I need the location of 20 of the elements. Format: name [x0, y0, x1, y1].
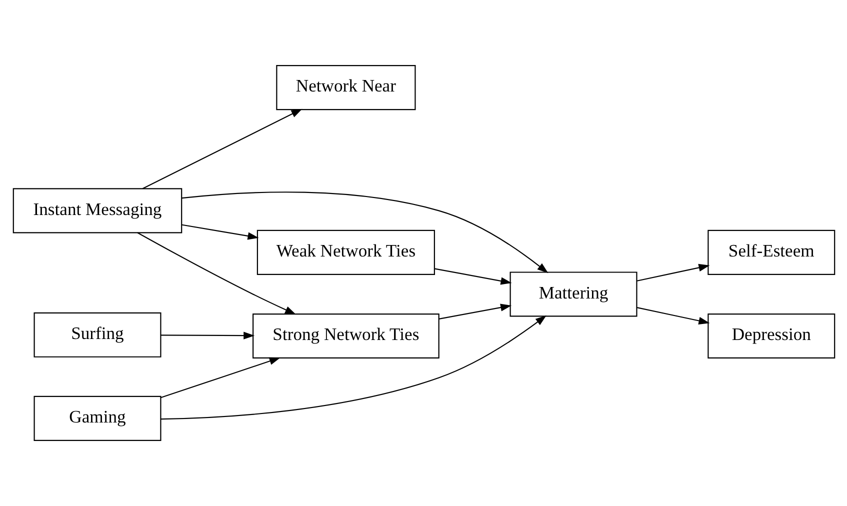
- node-box: Mattering: [509, 272, 637, 317]
- arrow: [438, 304, 512, 320]
- node-box: Depression: [707, 313, 835, 359]
- arrow: [142, 108, 302, 190]
- node-box: Gaming: [33, 396, 161, 441]
- arrow: [160, 332, 254, 340]
- arrow: [636, 264, 710, 282]
- node-box: Strong Network Ties: [252, 313, 439, 359]
- node-box: Weak Network Ties: [256, 230, 434, 275]
- arrow: [636, 307, 710, 325]
- node-box: Self-Esteem: [707, 230, 835, 275]
- arrow: [136, 232, 296, 315]
- node-box: Network Near: [276, 65, 416, 110]
- node-box: Surfing: [33, 312, 161, 358]
- arrow: [181, 224, 258, 240]
- arrow: [160, 315, 546, 420]
- arrow: [181, 192, 548, 274]
- arrow: [434, 268, 512, 285]
- node-box: Instant Messaging: [12, 188, 182, 234]
- arrow: [160, 357, 280, 398]
